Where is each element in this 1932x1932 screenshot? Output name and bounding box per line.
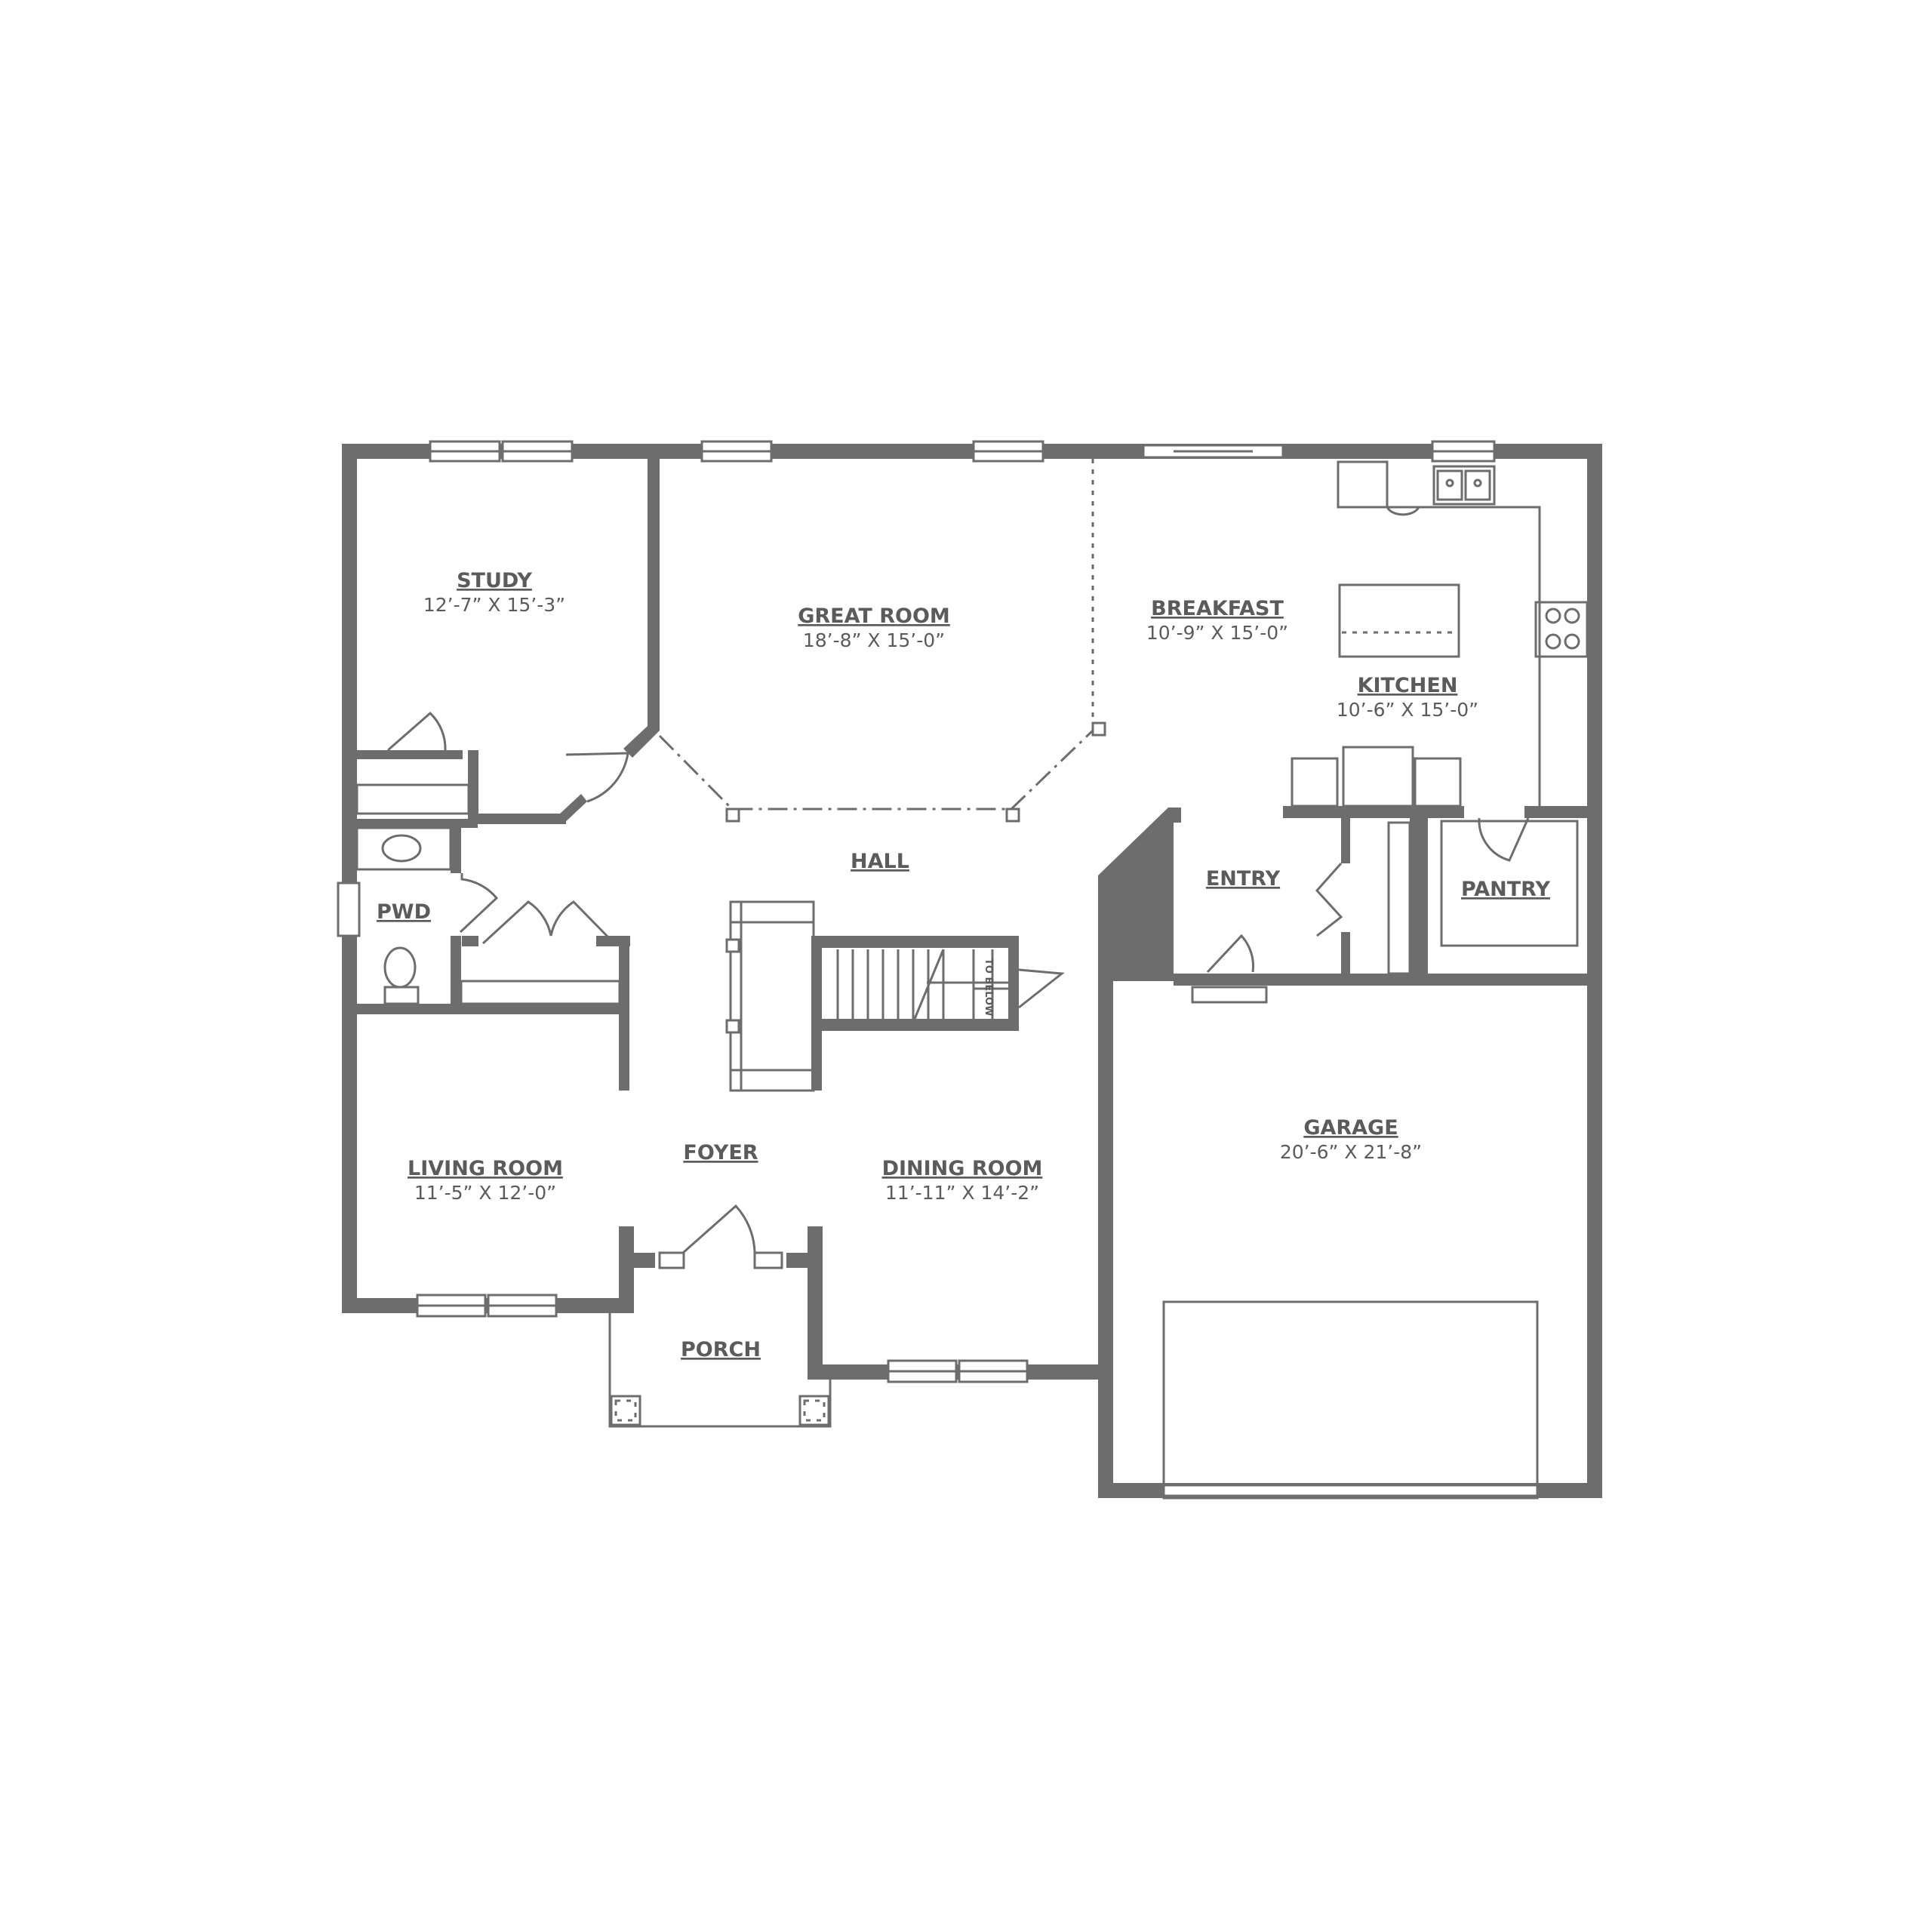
room-kitchen-name: KITCHEN: [1358, 674, 1458, 697]
doors: [387, 711, 1530, 1269]
room-hall-name: HALL: [851, 850, 909, 873]
room-study-dims: 12’-7” X 15’-3”: [423, 594, 565, 616]
stairs: TO BELOW: [725, 900, 1011, 1092]
room-foyer-name: FOYER: [683, 1141, 758, 1164]
stair-treads: [836, 949, 1011, 1020]
kitchen-fixtures: [1291, 460, 1589, 808]
stairs-label: TO BELOW: [983, 958, 994, 1016]
room-breakfast-name: BREAKFAST: [1151, 597, 1284, 620]
room-kitchen-dims: 10’-6” X 15’-0”: [1337, 699, 1478, 721]
room-great-room-dims: 18’-8” X 15’-0”: [803, 629, 945, 651]
room-labels: STUDY 12’-7” X 15’-3” GREAT ROOM 18’-8” …: [377, 569, 1550, 1361]
room-dining-room-dims: 11’-11” X 14’-2”: [885, 1182, 1039, 1204]
room-garage-dims: 20’-6” X 21’-8”: [1280, 1141, 1422, 1163]
room-great-room-name: GREAT ROOM: [798, 605, 950, 628]
garage-door: [1162, 1300, 1539, 1500]
room-entry-name: ENTRY: [1206, 867, 1281, 891]
room-pwd-name: PWD: [377, 900, 431, 924]
bar-stools: [1291, 746, 1462, 808]
room-living-room-name: LIVING ROOM: [408, 1157, 563, 1180]
room-porch-name: PORCH: [681, 1338, 761, 1361]
bath-fixtures: [355, 826, 452, 1005]
interior-walls: [355, 459, 1602, 1091]
room-study-name: STUDY: [457, 569, 532, 592]
porch-outline: [608, 1313, 832, 1428]
great-room-outline: [658, 459, 1106, 823]
room-dining-room-name: DINING ROOM: [882, 1157, 1043, 1180]
room-breakfast-dims: 10’-9” X 15’-0”: [1146, 622, 1288, 644]
room-garage-name: GARAGE: [1303, 1116, 1398, 1140]
kitchen-island: [1338, 583, 1460, 658]
room-pantry-name: PANTRY: [1461, 878, 1551, 901]
room-living-room-dims: 11’-5” X 12’-0”: [414, 1182, 556, 1204]
windows: [337, 440, 1496, 1383]
